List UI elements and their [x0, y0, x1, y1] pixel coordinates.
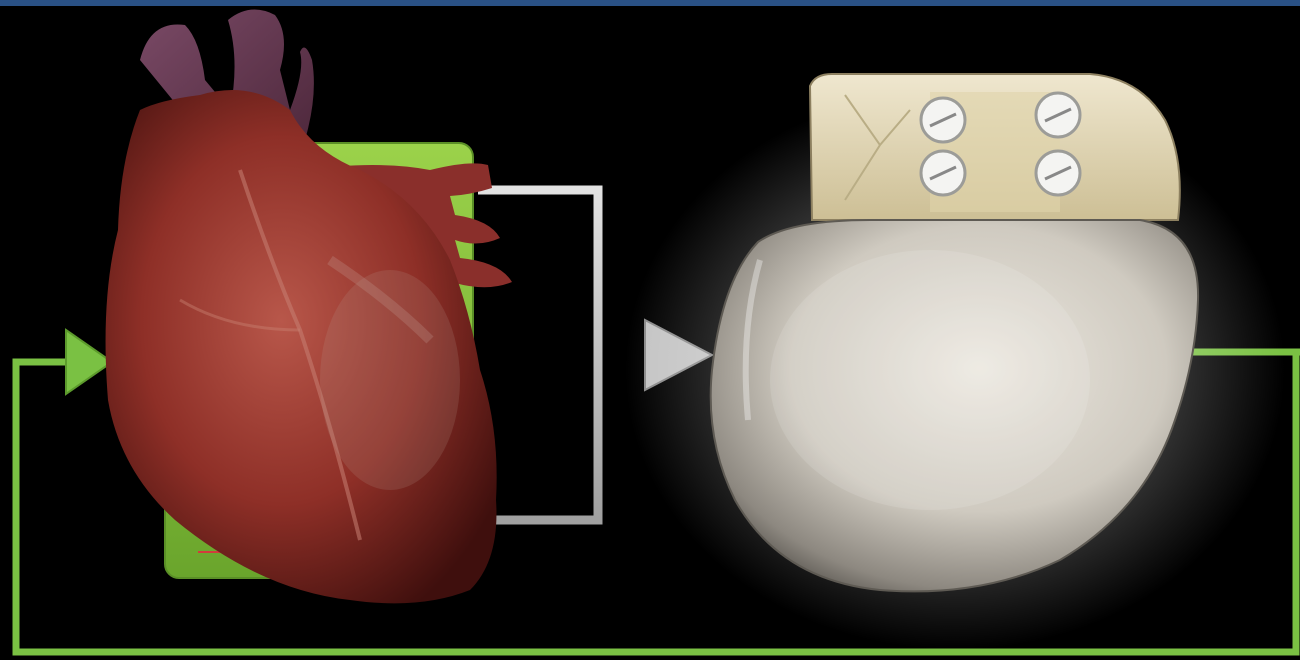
signal-connector [478, 190, 650, 520]
feedback-arrow-head [66, 330, 112, 394]
pacemaker-icon [625, 74, 1285, 650]
top-band [0, 0, 1300, 6]
